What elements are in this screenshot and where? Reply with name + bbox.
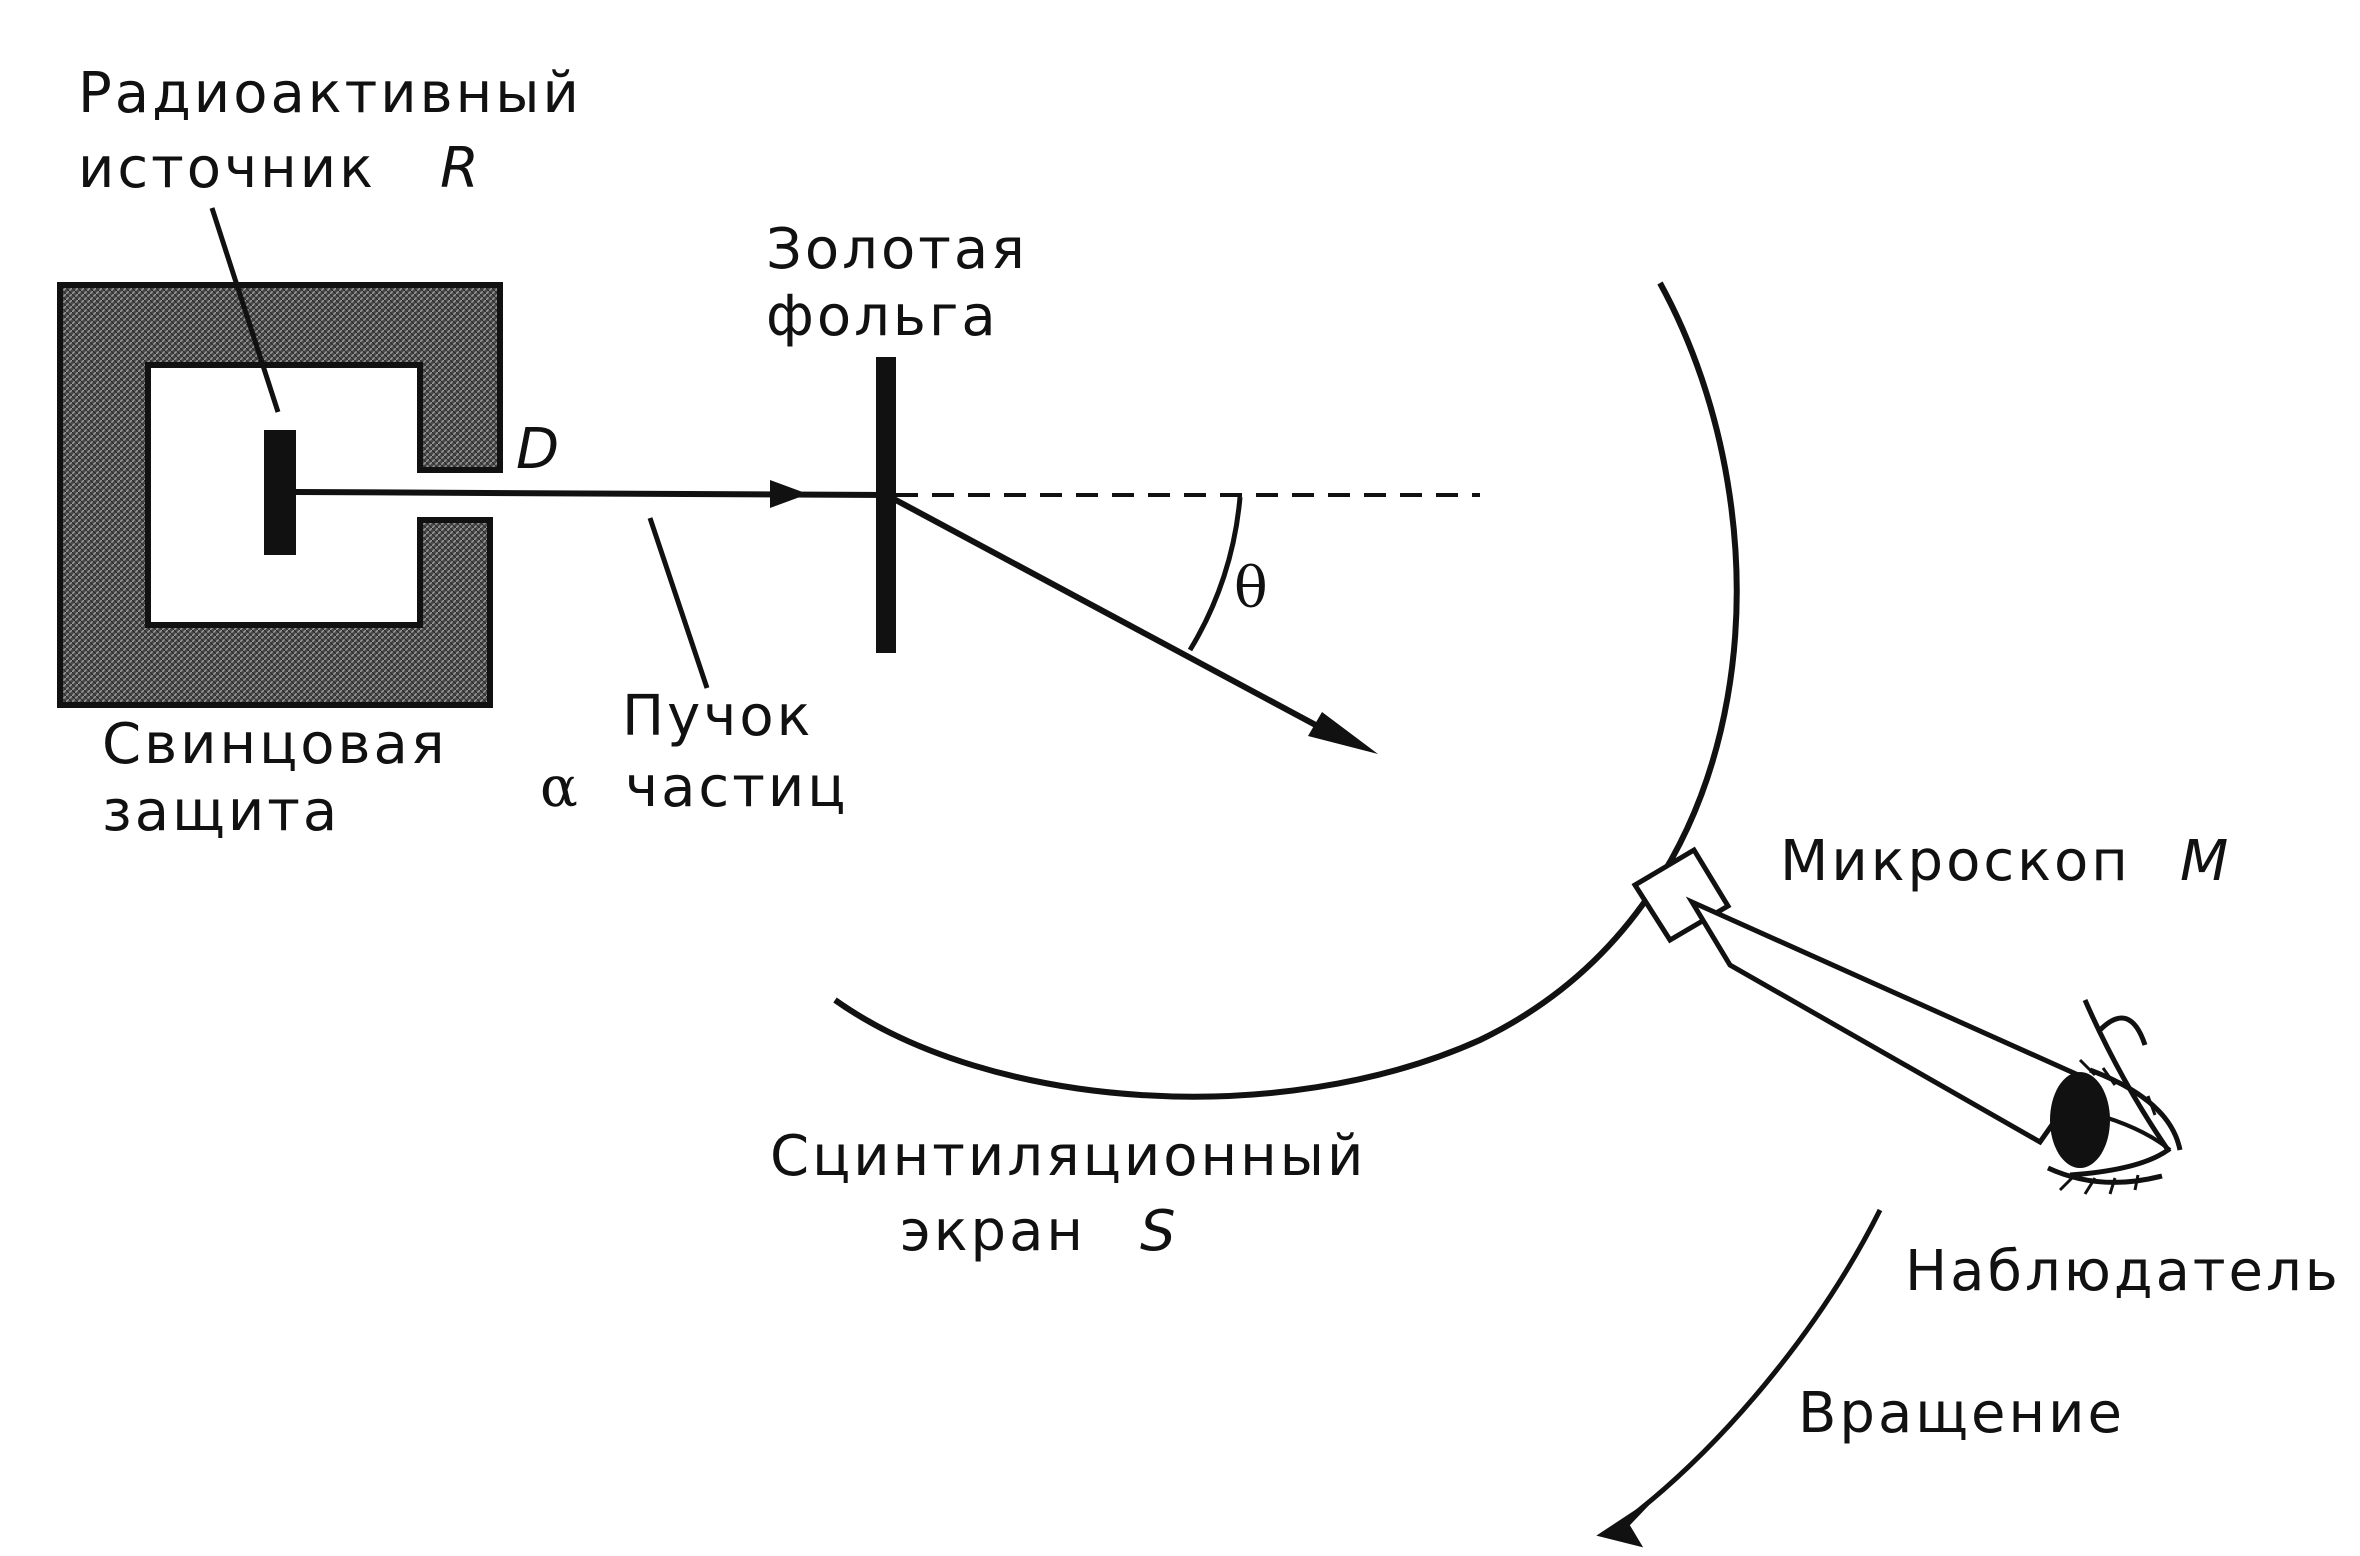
screen-symbol: S [1140,1199,1176,1264]
beam-pointer [647,517,710,689]
shield-label-line1: Свинцовая [102,712,448,777]
eye-icon [2046,998,2183,1195]
scintillation-screen [833,281,1740,1100]
lead-shield [57,282,503,708]
microscope-label: Микроскоп [1780,829,2131,894]
angle-arc [1187,496,1243,652]
gold-foil [876,357,896,653]
beam-label-line2: частиц [625,755,848,820]
scattered-ray [890,495,1340,740]
source-label-line1: Радиоактивный [78,61,582,126]
foil-label-line1: Золотая [766,217,1028,282]
rotation-arrowhead [1596,1500,1652,1548]
scattered-arrowhead [1308,712,1378,754]
beam-arrowhead [770,480,808,508]
source-label-line2: источник [78,136,376,201]
beam-greek-alpha: α [540,755,578,820]
beam-label-line1: Пучок [622,684,813,749]
angle-theta: θ [1234,556,1268,621]
foil-label-line2: фольга [766,284,999,349]
screen-label-line2: экран [900,1199,1086,1264]
shield-label-line2: защита [102,779,340,844]
observer-label: Наблюдатель [1905,1239,2341,1304]
rotation-label: Вращение [1798,1381,2125,1446]
microscope-icon [1631,846,2089,1146]
radioactive-source [264,430,296,555]
aperture-symbol: D [516,417,559,482]
source-pointer [209,207,281,413]
rotation-arrow-icon [1618,1208,1883,1527]
microscope-symbol: M [2180,829,2228,894]
source-symbol: R [440,136,479,201]
screen-label-line1: Сцинтиляционный [770,1124,1366,1189]
